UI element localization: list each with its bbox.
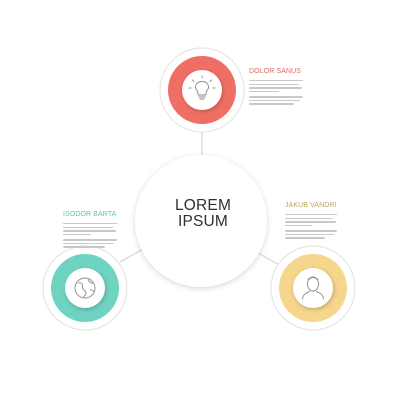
person-icon [302,276,324,300]
globe-icon [74,277,96,299]
node-left-inner-circle [65,268,105,308]
center-label: LOREM IPSUM [150,198,256,230]
lightbulb-icon [188,75,216,100]
node-top-inner-circle [182,70,222,110]
node-top [159,47,245,133]
node-left-placeholder-text [63,223,117,250]
node-left [42,245,128,331]
node-top-title: DOLOR SANUS [249,68,302,75]
node-left-title: ISODOR BARTA [63,211,117,218]
center-label-line-2: IPSUM [177,213,229,230]
node-right-title: JAKUB VANDRI [285,202,337,209]
center-circle [135,155,267,287]
node-right-placeholder-text [285,214,337,241]
center-label-line-1: LOREM [174,197,232,214]
node-top-placeholder-text [249,80,303,107]
node-right [270,245,356,331]
node-right-inner-circle [293,268,333,308]
